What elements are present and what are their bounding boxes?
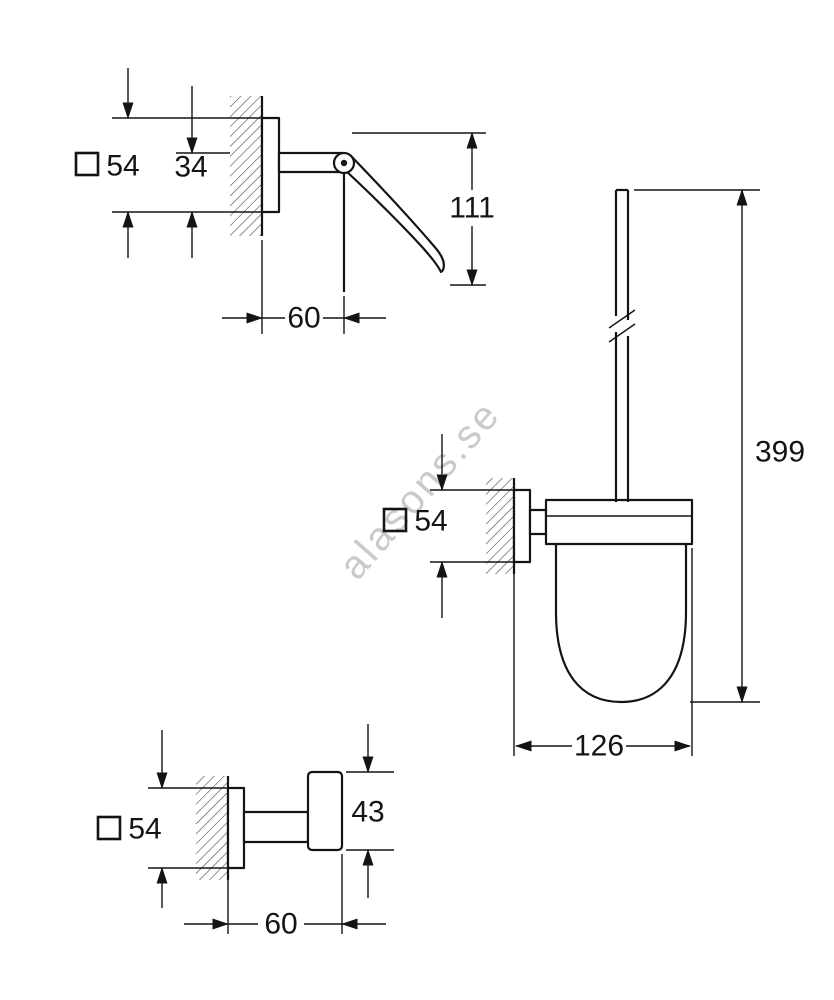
square-section-icon xyxy=(96,815,122,841)
figure-brush-set: 54 399 126 xyxy=(382,188,805,763)
square-section-icon xyxy=(382,507,408,533)
pivot-axle-dot xyxy=(340,159,348,167)
mounting-plate xyxy=(260,116,281,214)
glass-bowl xyxy=(554,544,688,704)
mounting-plate xyxy=(226,786,246,870)
dim-value: 111 xyxy=(449,192,495,225)
dimension-height-399: 399 xyxy=(634,188,805,704)
dimension-plate-square-54: 54 xyxy=(96,730,228,908)
dim-value: 43 xyxy=(351,796,384,829)
dim-value: 54 xyxy=(128,813,161,846)
dim-value: 60 xyxy=(264,908,297,941)
break-symbol xyxy=(608,309,636,329)
cover-flap xyxy=(344,154,445,274)
brush-handle xyxy=(608,188,636,502)
dimension-depth-126: 126 xyxy=(513,548,693,763)
dimension-height-111: 111 xyxy=(352,131,495,287)
holder-arm xyxy=(528,508,548,536)
figure-robe-hook: 54 43 60 xyxy=(96,724,394,941)
figure-paper-holder: 54 34 111 60 xyxy=(74,68,495,335)
break-symbol xyxy=(608,323,636,343)
dim-value: 54 xyxy=(414,505,447,538)
dim-value: 126 xyxy=(574,730,624,763)
dim-value: 54 xyxy=(106,150,139,183)
dim-value: 60 xyxy=(287,302,320,335)
dimension-plate-square-54: 54 xyxy=(382,434,514,618)
hook-cube xyxy=(306,770,344,852)
dimension-hook-height-43: 43 xyxy=(346,724,394,898)
mounting-plate xyxy=(512,488,532,564)
dimension-depth-60: 60 xyxy=(222,240,386,335)
dimension-depth-60: 60 xyxy=(184,854,386,941)
holder-collar xyxy=(544,498,694,546)
wall-hatch xyxy=(230,96,262,236)
wall-hatch xyxy=(486,478,514,574)
dim-value: 34 xyxy=(174,151,207,184)
dim-value: 399 xyxy=(755,436,805,469)
hook-arm xyxy=(242,810,310,844)
dimension-offset-34: 34 xyxy=(174,86,230,258)
wall-hatch xyxy=(196,776,228,880)
square-section-icon xyxy=(74,151,100,177)
